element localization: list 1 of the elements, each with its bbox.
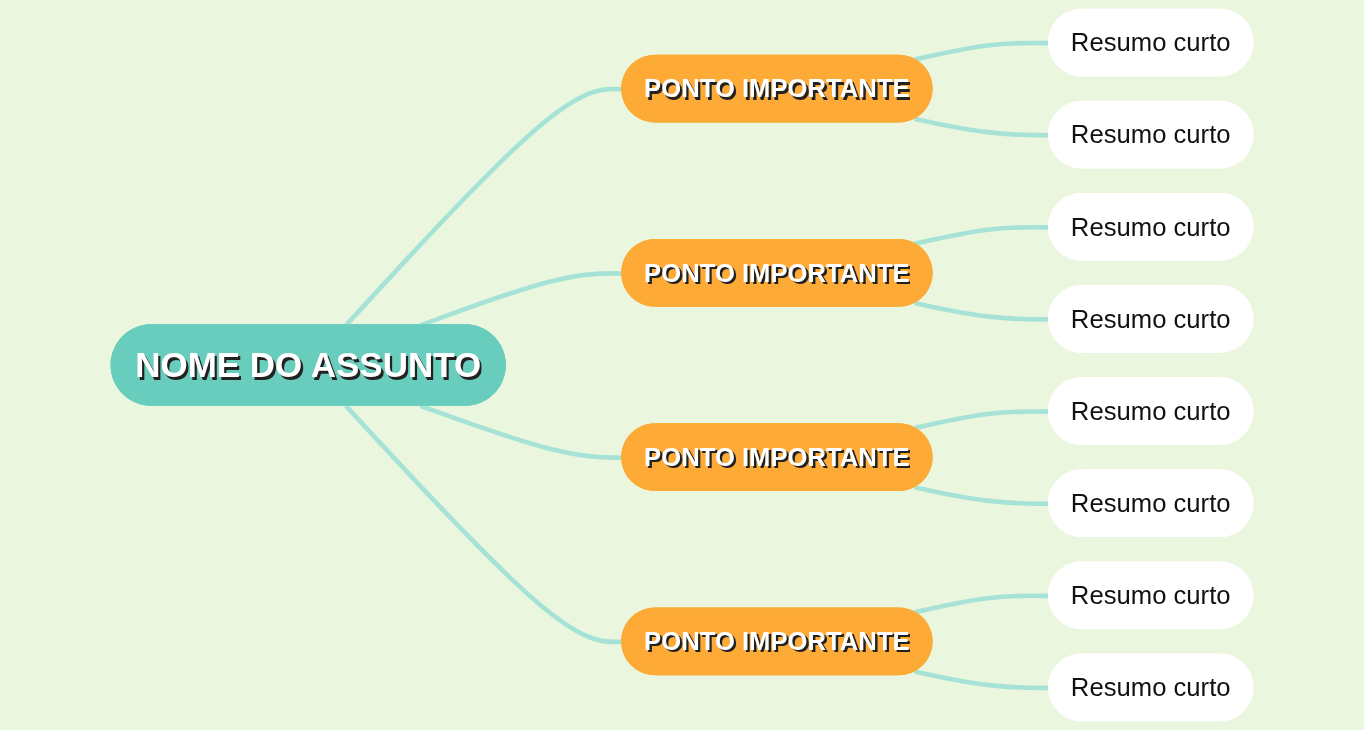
connector xyxy=(344,404,623,645)
